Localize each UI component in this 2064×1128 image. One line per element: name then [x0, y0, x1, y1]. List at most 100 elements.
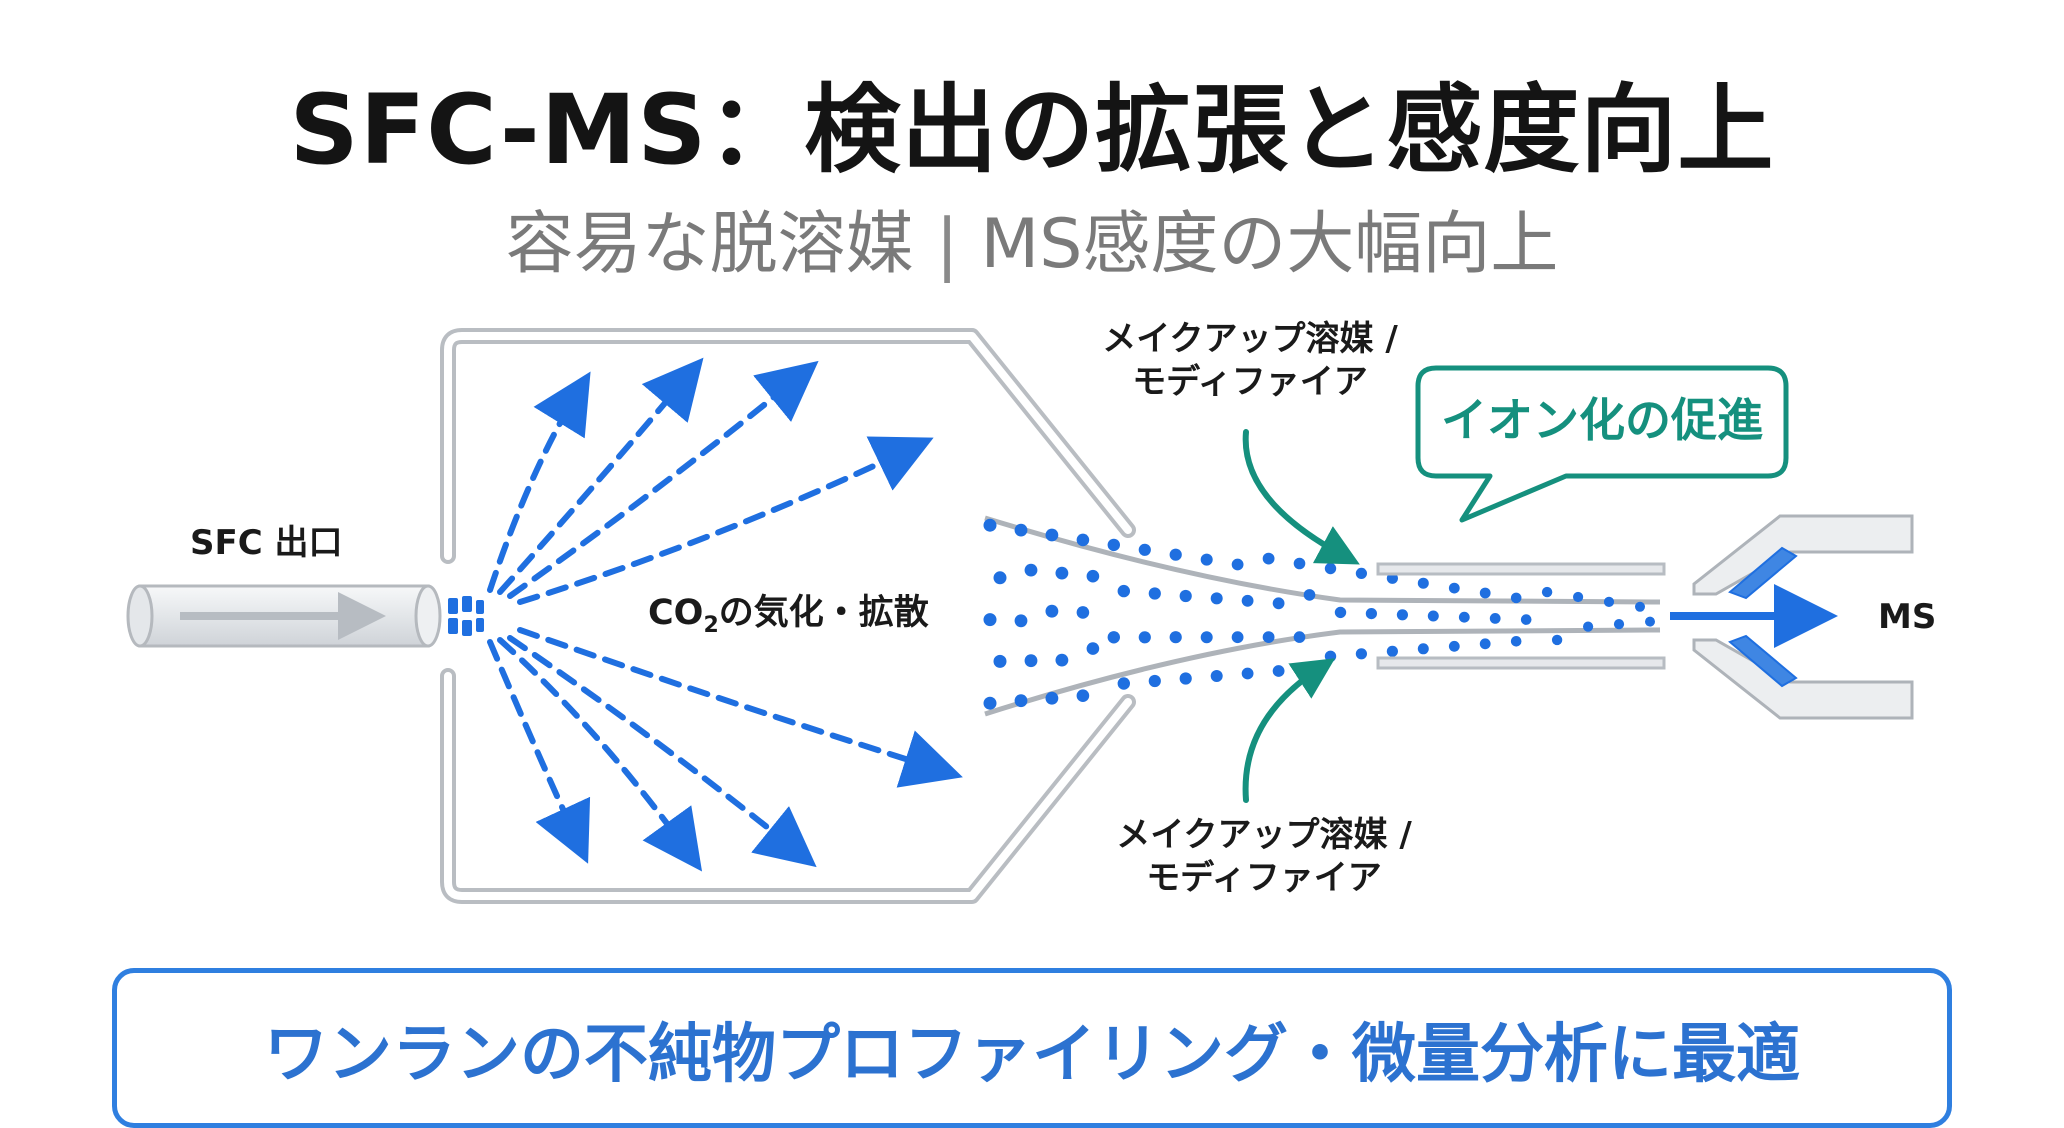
droplet	[1241, 667, 1254, 680]
droplet	[1024, 563, 1038, 577]
droplet	[1324, 650, 1337, 662]
droplet	[1024, 654, 1038, 668]
droplet	[1386, 645, 1398, 657]
droplet	[1262, 631, 1275, 643]
droplet	[1427, 610, 1439, 622]
droplet	[1355, 648, 1367, 660]
droplet	[1076, 533, 1090, 547]
droplet	[1417, 577, 1429, 589]
droplet	[1148, 674, 1161, 688]
bottom-banner: ワンランの不純物プロファイリング・微量分析に最適	[112, 968, 1952, 1128]
droplet	[1303, 589, 1316, 601]
droplet	[1324, 562, 1337, 575]
droplet	[1293, 631, 1306, 643]
page-title: SFC-MS：検出の拡張と感度向上	[289, 74, 1775, 186]
droplet	[1417, 643, 1429, 655]
droplet	[1045, 604, 1059, 618]
droplet	[1272, 665, 1285, 677]
makeup-bottom-line1: メイクアップ溶媒 /	[1116, 815, 1412, 855]
droplet	[1293, 557, 1306, 570]
bottom-banner-text: ワンランの不純物プロファイリング・微量分析に最適	[264, 1018, 1800, 1092]
droplet	[993, 654, 1007, 668]
sfc-outlet-pipe	[126, 584, 442, 648]
droplet	[1086, 569, 1100, 583]
droplet	[983, 613, 997, 627]
droplet	[1107, 631, 1121, 644]
droplet	[1583, 621, 1594, 632]
droplet	[1541, 586, 1553, 598]
droplet	[1138, 631, 1151, 644]
droplet	[1262, 552, 1275, 565]
droplet	[1573, 591, 1584, 603]
ms-label: MS	[1878, 597, 1937, 637]
droplet	[1200, 631, 1213, 644]
makeup-bottom-line2: モディファイア	[1146, 857, 1382, 898]
droplet	[1479, 638, 1491, 650]
ionization-callout-text: イオン化の促進	[1441, 393, 1763, 447]
droplet	[1448, 582, 1460, 594]
co2-diffusion-arrows	[487, 357, 963, 872]
subtitle-separator: |	[935, 205, 959, 284]
droplet	[1355, 567, 1367, 580]
droplet	[1076, 606, 1090, 619]
capillary-tube	[1376, 562, 1666, 670]
droplet	[1272, 597, 1285, 610]
droplet	[1169, 631, 1182, 644]
droplet	[1645, 616, 1655, 627]
droplet	[983, 518, 997, 532]
droplet	[1014, 614, 1028, 628]
droplet	[1148, 587, 1161, 600]
droplet	[1045, 528, 1059, 542]
droplet	[1613, 619, 1625, 630]
droplet	[1479, 587, 1491, 599]
droplet	[1489, 613, 1501, 624]
droplet	[1179, 589, 1192, 603]
sfc-ms-interface-diagram	[126, 328, 1914, 904]
droplet	[1635, 601, 1645, 612]
droplet	[1117, 584, 1131, 598]
droplet	[1231, 558, 1244, 571]
droplet	[1231, 631, 1244, 644]
droplet	[1200, 553, 1213, 566]
droplet	[1365, 608, 1377, 620]
droplet	[1510, 592, 1522, 604]
droplet	[1241, 594, 1254, 607]
subtitle-desolvation: 容易な脱溶媒	[505, 205, 914, 284]
co2-prefix: CO	[648, 593, 704, 633]
page-subtitle: 容易な脱溶媒 | MS感度の大幅向上	[0, 188, 2064, 287]
droplet	[1520, 614, 1532, 625]
spray-nozzle	[448, 596, 484, 636]
ionization-callout-bubble	[1415, 365, 1789, 523]
droplet	[1334, 606, 1347, 619]
droplet	[1396, 609, 1408, 621]
droplet	[1510, 636, 1522, 647]
droplet	[1107, 538, 1121, 552]
droplet	[1551, 634, 1563, 646]
droplet	[983, 696, 997, 710]
sfc-outlet-label: SFC 出口	[190, 523, 343, 563]
droplet	[1055, 653, 1069, 667]
subtitle-ms-sensitivity: MS感度の大幅向上	[980, 205, 1559, 284]
droplet	[1014, 523, 1028, 537]
co2-vaporization-label: CO2の気化・拡散	[644, 592, 933, 640]
droplet	[1138, 543, 1151, 556]
droplet	[1045, 691, 1059, 705]
droplet	[1055, 566, 1069, 580]
droplet	[1169, 548, 1182, 561]
ms-inlet	[1692, 514, 1914, 720]
makeup-solvent-arrows	[1242, 429, 1360, 803]
makeup-top-line2: モディファイア	[1132, 361, 1368, 402]
droplet	[1448, 640, 1460, 652]
droplet	[1117, 677, 1131, 690]
makeup-top-line1: メイクアップ溶媒 /	[1102, 319, 1398, 359]
droplet	[1210, 670, 1223, 682]
makeup-solvent-bottom-label: メイクアップ溶媒 / モディファイア	[1094, 814, 1434, 899]
droplet	[1179, 672, 1192, 685]
droplet	[1086, 642, 1100, 655]
droplet	[1076, 689, 1090, 702]
vaporization-text: の気化・拡散	[718, 593, 929, 633]
droplet	[993, 571, 1007, 585]
droplet	[1603, 596, 1615, 608]
droplet	[1014, 694, 1028, 708]
droplet	[1210, 592, 1223, 605]
